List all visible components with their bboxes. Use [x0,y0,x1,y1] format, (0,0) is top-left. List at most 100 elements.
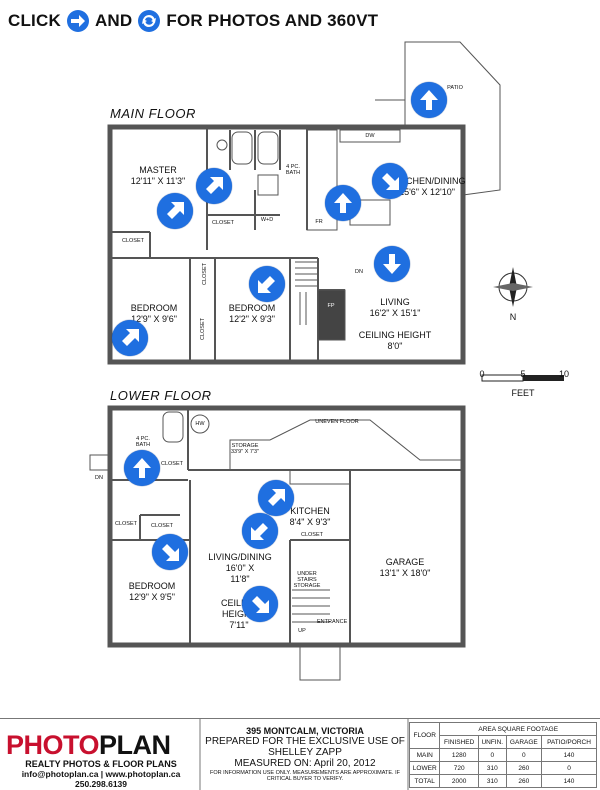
room-living-name: LIVING [380,297,410,307]
lower-ceiling-label: CEILING [220,598,257,608]
uneven-floor-label: UNEVEN FLOOR [315,419,359,425]
stairs-up-label: UP [298,628,306,634]
photo-link-button[interactable] [196,168,232,204]
photo-link-button[interactable] [325,185,361,221]
scale-tick-0: 0 [479,369,485,379]
area-row-total: TOTAL 2000 310 260 140 [408,774,597,788]
listing-address: 395 MONTCALM, VICTORIA [246,726,364,736]
room-master-size: 12'11" X 11'3" [130,176,186,186]
room-storage-size: 33'9" X 7'3" [230,449,260,455]
floor-plan-drawing [89,41,564,681]
scale-unit: FEET [511,388,535,398]
room-lower-living-size1: 16'0" X [225,563,255,573]
area-cell: 720 [439,761,479,775]
room-lower-bedroom-name: BEDROOM [128,581,176,591]
room-kitchen-name: KITCHEN/DINING [392,176,466,187]
photo-arrow-icon [66,10,89,32]
closet-label: CLOSET [160,461,183,467]
footer-frame [0,718,600,790]
arrow-down-left-icon [258,276,275,293]
closet-label: CLOSET [150,523,173,529]
photo-link-button[interactable] [112,320,148,356]
room-lower-bedroom-size: 12'9" X 9'5" [129,592,175,602]
main-floor-title: MAIN FLOOR [110,106,196,121]
room-kitchen-dining: KITCHEN/DINING 15'6" X 12'10" [392,176,466,198]
closet-label: CLOSET [211,220,234,226]
area-cell: 2000 [439,774,479,788]
arrow-down-right-icon [162,544,179,561]
arrow-down-left-icon [251,523,268,540]
area-row-floor: MAIN [408,748,441,762]
area-cell: 310 [477,761,507,775]
photo-link-button[interactable] [374,246,410,282]
under-stairs-storage-label: UNDER STAIRS STORAGE [293,571,321,589]
area-cell: 260 [505,774,543,788]
photo-link-button[interactable] [242,513,278,549]
main-floor-outline [107,124,466,365]
arrow-up-icon [133,458,151,478]
closet-label: CLOSET [121,238,144,244]
photo-link-button[interactable] [157,193,193,229]
scale-tick-10: 10 [558,369,569,379]
area-cell: 140 [541,748,597,762]
room-master-name: MASTER [139,165,177,175]
room-storage: STORAGE 33'9" X 7'3" [225,443,265,455]
room-kitchen-name-part2: DINING [434,176,466,186]
area-cell: 0 [541,761,597,775]
listing-info: 395 MONTCALM, VICTORIA PREPARED FOR THE … [205,726,405,782]
room-bedroom-2-size: 12'2" X 9'3" [229,314,275,324]
photo-link-button[interactable] [372,163,408,199]
lower-stairs-down-label: DN [95,475,103,481]
hot-water-label: HW [195,421,205,427]
photo-link-button[interactable] [152,534,188,570]
entrance-label: ENTRANCE [317,619,348,625]
area-row-floor: LOWER [408,761,441,775]
header: CLICK AND FOR PHOTOS AND 360VT [8,8,378,34]
closet-label: CLOSET [114,521,137,527]
lower-ceiling-height: CEILING HEIGHT 7'11" [214,598,264,631]
brand-tagline: REALTY PHOTOS & FLOOR PLANS [25,759,177,769]
room-lower-kitchen-size: 8'4" X 9'3" [289,517,331,527]
area-floor-header: FLOOR [408,722,441,749]
area-col-header: FINISHED [439,735,479,749]
area-row-floor: TOTAL [408,774,441,788]
bath-label: 4 PC. BATH [282,164,304,176]
area-col-header: PATIO/PORCH [541,735,597,749]
photo-link-button[interactable] [411,82,447,118]
photoplan-logo: PHOTOPLAN [6,730,171,761]
room-kitchen-size: 15'6" X 12'10" [399,187,455,197]
lower-ceiling-label2: HEIGHT [221,609,256,619]
room-garage: GARAGE 13'1" X 18'0" [365,557,445,579]
room-master: MASTER 12'11" X 11'3" [118,165,198,187]
listing-disclaimer: FOR INFORMATION USE ONLY. MEASUREMENTS A… [210,770,400,782]
fireplace-label: FP [327,303,335,309]
brand-contact: info@photoplan.ca | www.photoplan.ca [21,769,181,779]
room-bedroom-2-name: BEDROOM [228,303,276,313]
photo-link-button[interactable] [124,450,160,486]
arrow-up-right-icon [206,177,223,194]
brand-info: REALTY PHOTOS & FLOOR PLANS info@photopl… [6,759,196,789]
lower-bath-label-line1: 4 PC. [136,436,150,442]
fridge-label: FR [315,219,323,225]
header-click-label: CLICK [8,11,61,30]
compass-rose-icon [493,267,533,307]
room-living-size: 16'2" X 15'1" [369,308,421,318]
area-cell: 140 [541,774,597,788]
header-and-label: AND [94,11,133,30]
photo-link-button[interactable] [258,480,294,516]
logo-photo-part: PHOTO [6,730,100,760]
arrow-up-icon [420,90,438,110]
arrow-down-right-icon [252,596,269,613]
photo-link-button[interactable] [242,586,278,622]
area-square-footage-table: FLOOR AREA SQUARE FOOTAGE FINISHED UNFIN… [408,722,597,788]
scale-tick-5: 5 [520,369,526,379]
photo-link-button[interactable] [249,266,285,302]
lower-ceiling-value: 7'11" [229,620,249,630]
dishwasher-label: DW [365,133,375,139]
room-garage-name: GARAGE [385,557,425,567]
360-rotate-icon [138,10,161,32]
room-living: LIVING 16'2" X 15'1" [355,297,435,319]
closet-label: CLOSET [200,317,206,340]
lower-bath-label-line2: BATH [135,442,151,448]
listing-prepared-line1: PREPARED FOR THE EXCLUSIVE USE OF [205,736,405,747]
